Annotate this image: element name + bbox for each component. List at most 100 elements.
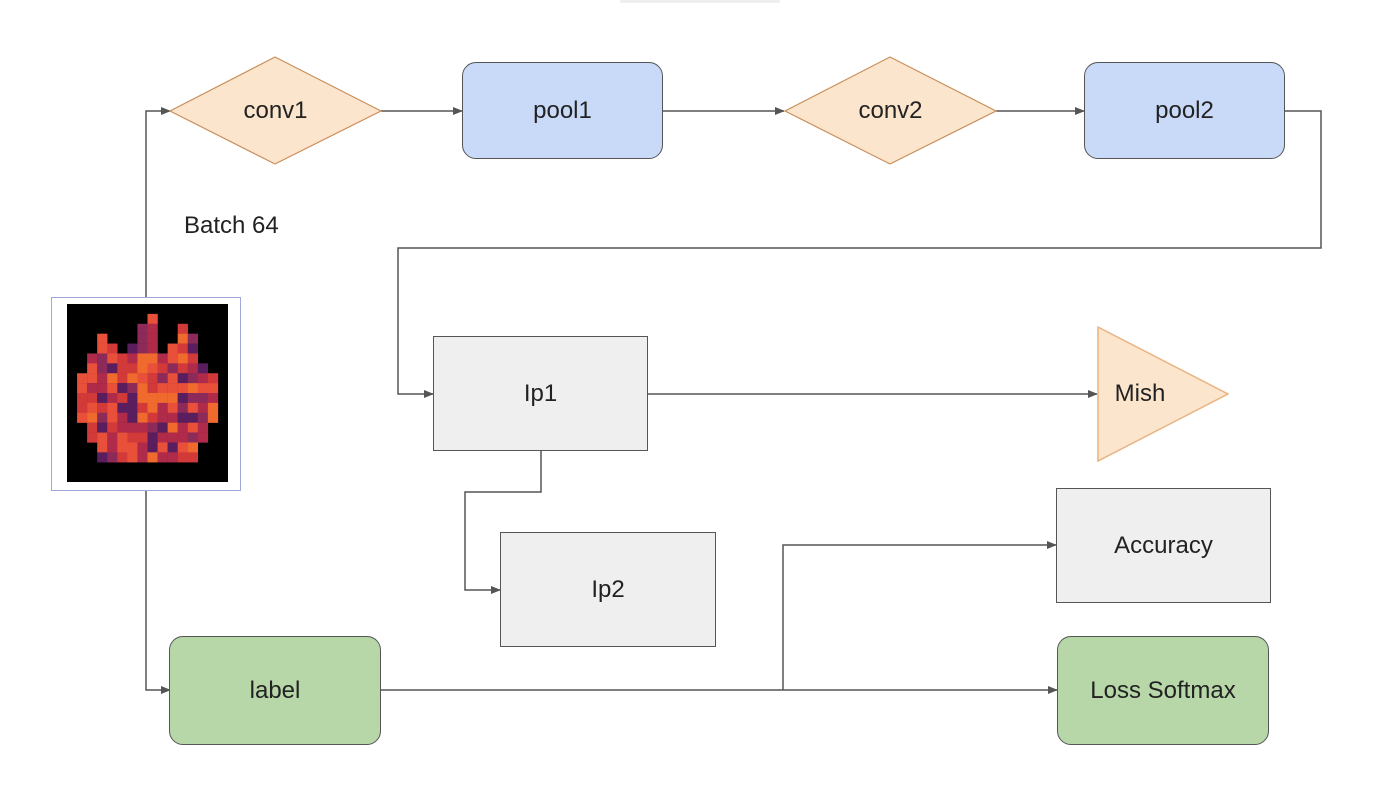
ip1-node[interactable]: Ip1 xyxy=(433,336,648,451)
heatmap-pixel xyxy=(157,373,168,384)
heatmap-pixel xyxy=(177,452,188,463)
heatmap-pixel xyxy=(147,343,158,354)
heatmap-pixel xyxy=(97,442,108,453)
pool2-label: pool2 xyxy=(1155,96,1214,124)
pool1-node[interactable]: pool1 xyxy=(462,62,663,159)
conv1-node[interactable]: conv1 xyxy=(170,57,381,164)
heatmap-pixel xyxy=(127,422,138,433)
heatmap-pixel xyxy=(187,432,199,443)
heatmap-pixel xyxy=(167,442,178,453)
heatmap-pixel xyxy=(207,373,219,384)
heatmap-pixel xyxy=(207,383,219,394)
heatmap-pixel xyxy=(177,422,188,433)
heatmap-pixel xyxy=(117,412,128,423)
heatmap-pixel xyxy=(147,333,158,344)
heatmap-pixel xyxy=(117,402,128,413)
heatmap-pixel xyxy=(157,432,168,443)
heatmap-pixel xyxy=(87,383,98,394)
heatmap-pixel xyxy=(207,402,219,413)
heatmap-pixel xyxy=(197,412,209,423)
loss-softmax-node[interactable]: Loss Softmax xyxy=(1057,636,1269,745)
heatmap-pixel xyxy=(187,402,199,413)
heatmap-pixel xyxy=(87,402,98,413)
heatmap-pixel xyxy=(177,333,188,344)
heatmap-pixel xyxy=(167,452,178,463)
heatmap-pixel xyxy=(177,432,188,443)
heatmap-pixel xyxy=(197,363,209,374)
heatmap-pixel xyxy=(187,393,199,404)
heatmap-pixel xyxy=(127,373,138,384)
mish-node[interactable]: Mish xyxy=(1098,327,1182,461)
heatmap-pixel xyxy=(127,393,138,404)
heatmap-pixel xyxy=(137,412,148,423)
heatmap-pixel xyxy=(207,412,219,423)
heatmap-pixel xyxy=(97,452,108,463)
heatmap-pixel xyxy=(147,353,158,364)
heatmap-pixel xyxy=(207,393,219,404)
heatmap-pixel xyxy=(87,373,98,384)
heatmap-pixel xyxy=(127,442,138,453)
heatmap-pixel xyxy=(117,452,128,463)
heatmap-pixel xyxy=(137,402,148,413)
heatmap-pixel xyxy=(137,442,148,453)
heatmap-pixel xyxy=(147,452,158,463)
edge-pool2-to-ip1 xyxy=(397,110,1322,398)
heatmap-pixel xyxy=(147,373,158,384)
heatmap-pixel xyxy=(87,353,98,364)
heatmap-pixel xyxy=(177,343,188,354)
ip2-node[interactable]: Ip2 xyxy=(500,532,716,647)
heatmap-pixel xyxy=(87,432,98,443)
heatmap-pixel xyxy=(117,442,128,453)
batch-size-label: Batch 64 xyxy=(184,212,279,239)
heatmap-pixel xyxy=(127,343,138,354)
heatmap-pixel xyxy=(147,432,158,443)
heatmap-pixel xyxy=(157,442,168,453)
heatmap-pixel xyxy=(197,383,209,394)
heatmap-pixel xyxy=(187,422,199,433)
heatmap-pixel xyxy=(157,393,168,404)
heatmap-pixel xyxy=(107,432,118,443)
heatmap-pixel xyxy=(97,383,108,394)
accuracy-node[interactable]: Accuracy xyxy=(1056,488,1271,603)
heatmap-pixel xyxy=(177,353,188,364)
heatmap-pixel xyxy=(157,412,168,423)
heatmap-pixel xyxy=(177,402,188,413)
heatmap-pixel xyxy=(87,412,98,423)
heatmap-pixel xyxy=(167,353,178,364)
pool2-node[interactable]: pool2 xyxy=(1084,62,1285,159)
heatmap-pixel xyxy=(167,343,178,354)
heatmap-pixel xyxy=(187,412,199,423)
heatmap-pixel xyxy=(177,323,188,334)
heatmap-pixel xyxy=(107,402,118,413)
heatmap-pixel xyxy=(137,373,148,384)
label-node[interactable]: label xyxy=(169,636,381,745)
conv1-label: conv1 xyxy=(243,96,308,124)
heatmap-pixel xyxy=(147,422,158,433)
heatmap-pixel xyxy=(197,393,209,404)
heatmap-pixel xyxy=(117,363,128,374)
edge-label-to-accuracy xyxy=(782,541,1057,690)
heatmap-pixel xyxy=(167,393,178,404)
heatmap-pixel xyxy=(137,452,148,463)
heatmap-pixel xyxy=(87,422,98,433)
heatmap-pixel xyxy=(137,333,148,344)
input-image-frame[interactable] xyxy=(51,297,241,491)
heatmap-pixel xyxy=(177,393,188,404)
conv2-node[interactable]: conv2 xyxy=(785,57,996,164)
conv2-label: conv2 xyxy=(858,96,923,124)
heatmap-pixel xyxy=(197,422,209,433)
heatmap-pixel xyxy=(117,393,128,404)
heatmap-pixel xyxy=(97,393,108,404)
heatmap-pixel xyxy=(137,422,148,433)
heatmap-pixel xyxy=(107,363,118,374)
heatmap-pixel xyxy=(187,373,199,384)
heatmap-pixel xyxy=(187,343,199,354)
heatmap-pixel xyxy=(77,412,88,423)
heatmap-pixel xyxy=(77,402,88,413)
ip2-label: Ip2 xyxy=(591,575,625,603)
heatmap-pixel xyxy=(187,333,199,344)
heatmap-pixel xyxy=(107,412,118,423)
heatmap-pixel xyxy=(97,363,108,374)
heatmap-pixel xyxy=(147,402,158,413)
heatmap-pixel xyxy=(137,383,148,394)
